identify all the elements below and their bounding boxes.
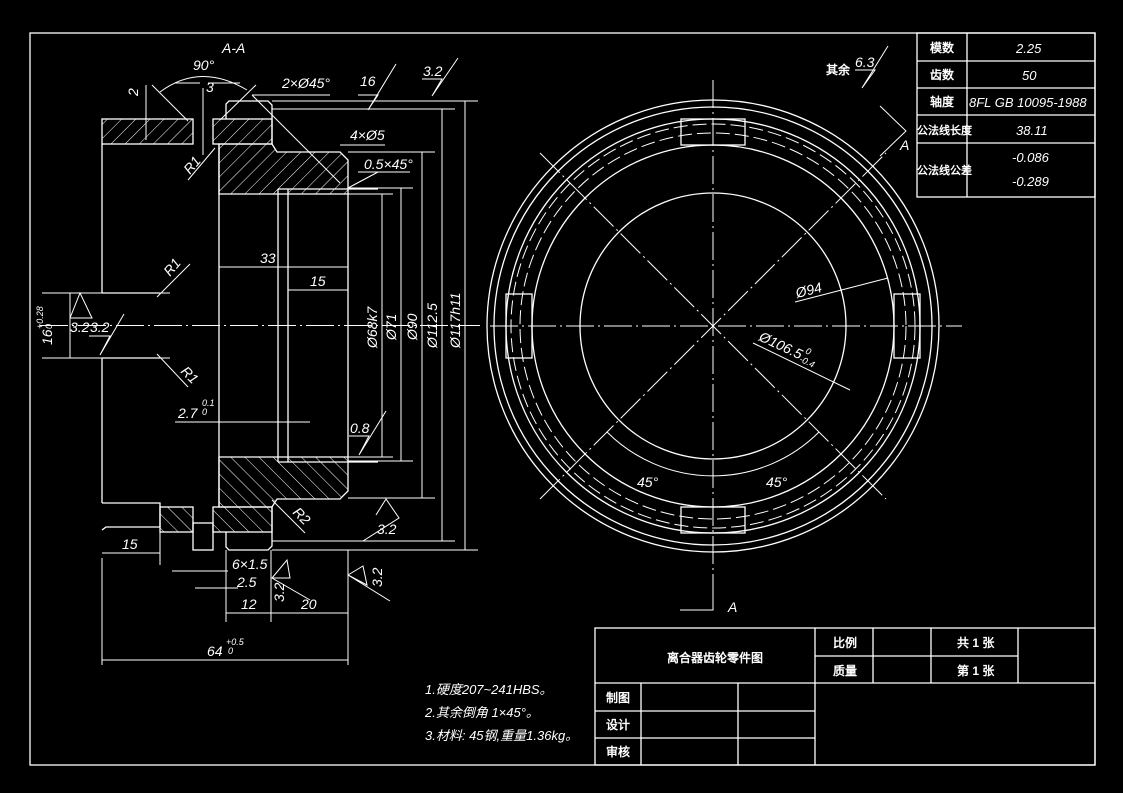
dim-64-tol-up: +0.5 [226,637,245,647]
sheet-number: 第 1 张 [957,663,995,678]
section-bottom-half [101,326,378,551]
dim-16: 16 [39,329,55,345]
dim-33: 33 [260,250,276,266]
section-top-half [101,100,378,325]
section-title: A-A [221,40,245,56]
section-mark-top: A [899,137,909,153]
param-label-teeth: 齿数 [930,67,955,82]
dim-2-7-tol-up: 0.1 [202,398,215,408]
other-roughness-label: 其余 [826,62,851,77]
param-label-span-tolerance: 公法线公差 [917,163,972,177]
dim-2-5: 2.5 [236,574,257,590]
dia-94: Ø94 [793,279,824,301]
roughness-3-2-left-b: 3.2 [90,319,110,335]
roughness-3-2-left-a: 3.2 [70,319,90,335]
dim-2: 2 [125,88,141,97]
section-view-geometry [40,57,480,665]
dim-chamfer-2x45: 2×Ø45° [281,75,330,91]
roughness-3-2-bottom: 3.2 [377,521,397,537]
section-mark-bottom: A [727,599,737,615]
drawn-by-label: 制图 [606,690,630,705]
dim-16-tol-up: +0.28 [35,306,45,329]
groove [192,522,214,551]
pin-slots [505,118,921,534]
dim-r1-mid: R1 [160,255,184,279]
drawing-border [29,32,1096,766]
dim-16-tol-low: 0 [44,324,54,329]
dim-r1-low: R1 [178,363,202,387]
param-label-accuracy: 轴度 [930,94,955,109]
param-value-span-tol-upper: -0.086 [1012,150,1050,165]
dim-2-7-tol-low: 0 [202,407,207,417]
dia-68k7: Ø68k7 [364,306,380,349]
gear-parameter-table: 模数 2.25 齿数 50 轴度 8FL GB 10095-1988 公法线长度… [916,32,1096,198]
roughness-3-2-b2: 3.2 [369,567,385,587]
dia-117h11: Ø117h11 [447,292,463,349]
dia-106-5-tol-low: -0.4 [798,354,816,370]
gear-front-view-labels: 其余 6.3 A A Ø94 Ø106.5 0 -0.4 45° 45° [637,54,909,615]
title-block: 离合器齿轮零件图 比例 质量 共 1 张 第 1 张 制图 设计 审核 [594,627,1096,766]
param-value-teeth: 50 [1022,68,1037,83]
note-1: 1.硬度207~241HBS。 [425,682,553,697]
roughness-0-8: 0.8 [350,420,370,436]
drawing-title: 离合器齿轮零件图 [667,650,763,665]
dim-angle-90: 90° [193,57,215,73]
dia-90: Ø90 [404,313,420,341]
dim-chamfer-0-5: 0.5×45° [364,156,413,172]
dim-64-tol-low: 0 [228,646,233,656]
angle-45-left: 45° [637,474,659,490]
dim-2-7: 2.7 [177,405,199,421]
dim-15-inner: 15 [310,273,326,289]
param-value-span-tol-lower: -0.289 [1012,174,1049,189]
gear-front-view [486,45,962,612]
param-label-module: 模数 [930,40,955,55]
dia-106-5: Ø106.5 [756,328,805,362]
dim-15-bottom: 15 [122,536,138,552]
param-value-span-length: 38.11 [1016,123,1048,138]
dia-112-5: Ø112.5 [424,303,440,349]
note-3: 3.材料: 45钢,重量1.36kg。 [425,728,578,743]
dim-64: 64 [207,643,223,659]
mass-label: 质量 [833,663,857,678]
dim-holes-4x5: 4×Ø5 [350,127,385,143]
dim-12: 12 [241,596,257,612]
param-value-accuracy: 8FL GB 10095-1988 [969,95,1087,110]
roughness-16: 16 [360,73,376,89]
designed-by-label: 设计 [606,717,630,732]
roughness-3-2-top: 3.2 [423,63,443,79]
reviewed-by-label: 审核 [606,744,630,759]
dia-71: Ø71 [383,314,399,341]
other-roughness-value: 6.3 [855,54,875,70]
note-2: 2.其余倒角 1×45°。 [424,705,539,720]
angle-45-right: 45° [766,474,788,490]
dim-r2: R2 [290,504,314,528]
dim-20: 20 [300,596,317,612]
section-view-labels: A-A 90° 2 3 2×Ø45° 16 3.2 4×Ø5 0.5×45° R… [35,40,463,659]
roughness-3-2-b1: 3.2 [271,582,287,602]
dim-groove-6x1-5: 6×1.5 [232,556,268,572]
dim-3: 3 [206,79,214,95]
param-value-module: 2.25 [1015,41,1042,56]
sheets-total: 共 1 张 [957,635,995,650]
scale-label: 比例 [833,635,857,650]
dia-106-5-tol-up: 0 [804,346,813,357]
dim-r1-top: R1 [180,153,204,177]
technical-notes: 1.硬度207~241HBS。 2.其余倒角 1×45°。 3.材料: 45钢,… [424,682,578,743]
param-label-span-length: 公法线长度 [917,123,973,137]
